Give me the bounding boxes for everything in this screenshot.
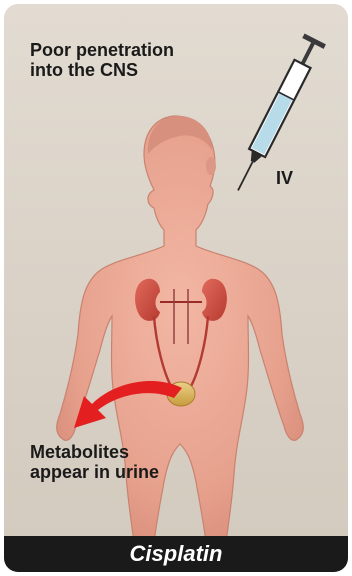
- illustration-panel: Poor penetration into the CNS IV Metabol…: [4, 4, 348, 572]
- pharmacokinetics-illustration: [4, 4, 348, 572]
- excretion-annotation: Metabolites appear in urine: [30, 442, 230, 482]
- cns-penetration-line-1: Poor penetration: [30, 40, 230, 60]
- cns-penetration-line-2: into the CNS: [30, 60, 230, 80]
- route-label: IV: [276, 168, 293, 188]
- excretion-line-2: appear in urine: [30, 462, 230, 482]
- drug-name: Cisplatin: [130, 541, 223, 567]
- excretion-line-1: Metabolites: [30, 442, 230, 462]
- drug-name-banner: Cisplatin: [4, 536, 348, 572]
- cns-penetration-annotation: Poor penetration into the CNS: [30, 40, 230, 80]
